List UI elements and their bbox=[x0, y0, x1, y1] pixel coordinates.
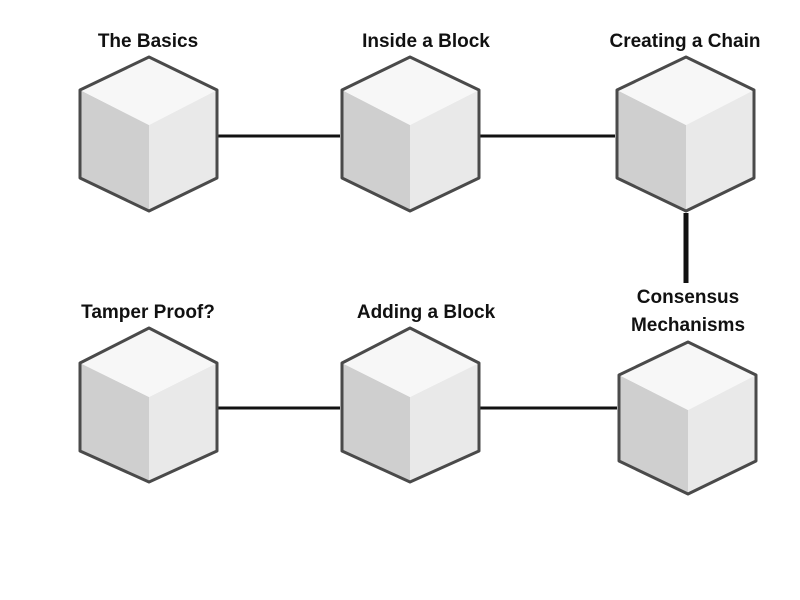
cube-outline bbox=[78, 326, 219, 484]
node-label-adding-a-block: Adding a Block bbox=[356, 302, 496, 323]
cube-left-face bbox=[617, 90, 686, 211]
cube-right-face bbox=[149, 363, 217, 482]
cube-right-face bbox=[686, 90, 754, 211]
cube-outline bbox=[340, 55, 481, 213]
node-label-consensus-mechanisms: Consensus Mechanisms bbox=[630, 287, 746, 336]
cube-outline bbox=[615, 55, 756, 213]
cube-outline bbox=[78, 55, 219, 213]
cube-left-face bbox=[80, 90, 149, 211]
cube-outline bbox=[340, 326, 481, 484]
connectors bbox=[216, 134, 689, 410]
cube-right-face bbox=[410, 90, 479, 211]
cube-right-face bbox=[688, 375, 756, 494]
cube-left-face bbox=[342, 363, 410, 482]
block-cube-adding-a-block bbox=[340, 326, 481, 484]
block-cube-creating-a-chain bbox=[615, 55, 756, 213]
block-cube-inside-a-block bbox=[340, 55, 481, 213]
cube-top-face bbox=[342, 328, 479, 397]
node-label-inside-a-block: Inside a Block bbox=[362, 31, 490, 52]
cube-right-face bbox=[410, 363, 479, 482]
cube-left-face bbox=[342, 90, 410, 211]
cube-outline bbox=[617, 340, 758, 496]
node-label-tamper-proof: Tamper Proof? bbox=[81, 302, 215, 323]
node-label-creating-a-chain: Creating a Chain bbox=[609, 31, 761, 52]
cube-left-face bbox=[80, 363, 149, 482]
block-cube-tamper-proof bbox=[78, 326, 219, 484]
block-cube-consensus-mechanisms bbox=[617, 340, 758, 496]
node-label-the-basics: The Basics bbox=[97, 31, 199, 52]
cube-left-face bbox=[619, 375, 688, 494]
cube-top-face bbox=[80, 328, 217, 397]
block-cube-the-basics bbox=[78, 55, 219, 213]
cube-right-face bbox=[149, 90, 217, 211]
